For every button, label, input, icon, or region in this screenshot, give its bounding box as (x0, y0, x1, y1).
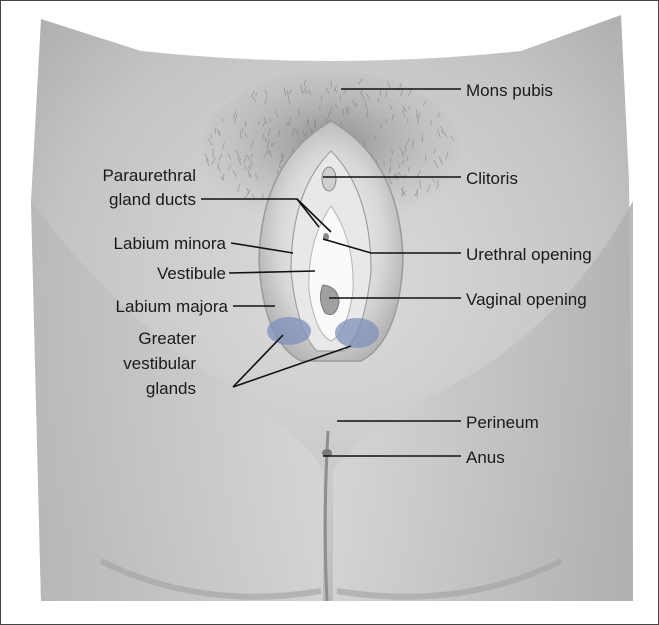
label-labium-majora: Labium majora (116, 297, 229, 316)
clitoris-shape (322, 167, 336, 191)
left-vestibular-gland (267, 317, 311, 345)
label-urethral-opening: Urethral opening (466, 245, 592, 264)
right-vestibular-gland (335, 318, 379, 348)
label-greater-line2: vestibular (123, 354, 196, 373)
label-vestibule: Vestibule (157, 264, 226, 283)
label-mons-pubis: Mons pubis (466, 81, 553, 100)
label-paraurethral-line2: gland ducts (109, 190, 196, 209)
label-paraurethral-line1: Paraurethral (102, 166, 196, 185)
label-clitoris: Clitoris (466, 169, 518, 188)
label-anus: Anus (466, 448, 505, 467)
label-greater-line1: Greater (138, 329, 196, 348)
label-perineum: Perineum (466, 413, 539, 432)
label-labium-minora: Labium minora (114, 234, 227, 253)
hair-stroke (378, 98, 379, 102)
label-vaginal-opening: Vaginal opening (466, 290, 587, 309)
label-greater-line3: glands (146, 379, 196, 398)
hair-stroke (405, 146, 406, 153)
